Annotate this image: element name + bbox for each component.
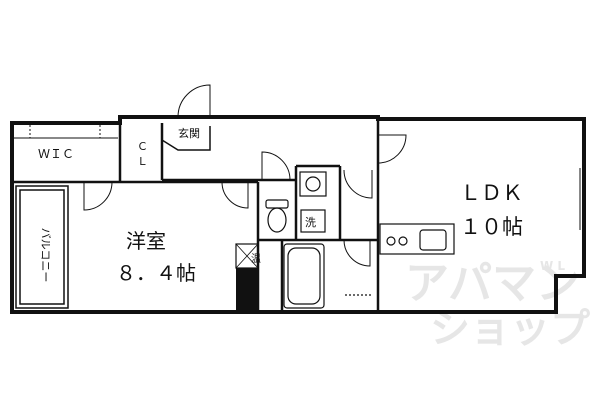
watermark-line1: アパマン — [405, 258, 580, 309]
western-room-name: 洋室 — [126, 229, 166, 253]
ldk-size: １０帖 — [460, 215, 523, 239]
closet: Ｃ Ｌ — [137, 140, 148, 168]
bathtub — [283, 243, 372, 309]
outer-walls — [10, 115, 586, 314]
washer-label: 洗 — [305, 216, 316, 229]
closet-label-c: Ｃ — [137, 140, 148, 153]
balcony-label: バルコニー — [39, 228, 52, 283]
washing-machine: 洗 — [300, 209, 326, 233]
wic-room: ＷＩＣ — [14, 125, 118, 161]
doors — [83, 134, 407, 267]
entrance: 玄関 — [161, 84, 211, 151]
toilet — [265, 199, 289, 233]
ldk-name: ＬＤＫ — [460, 181, 523, 205]
apaman-watermark: アパマン ショップ W L — [405, 258, 590, 352]
water-heater: 温 — [235, 243, 261, 312]
wic-label: ＷＩＣ — [38, 147, 74, 161]
kitchen-counter — [379, 223, 455, 255]
balcony: バルコニー — [15, 185, 69, 309]
watermark-small: W L — [540, 259, 565, 273]
closet-label-l: Ｌ — [137, 155, 148, 168]
western-room-size: ８．４帖 — [116, 261, 196, 285]
entrance-label: 玄関 — [178, 126, 200, 140]
wash-basin — [299, 171, 327, 197]
water-heater-label: 温 — [251, 253, 261, 265]
